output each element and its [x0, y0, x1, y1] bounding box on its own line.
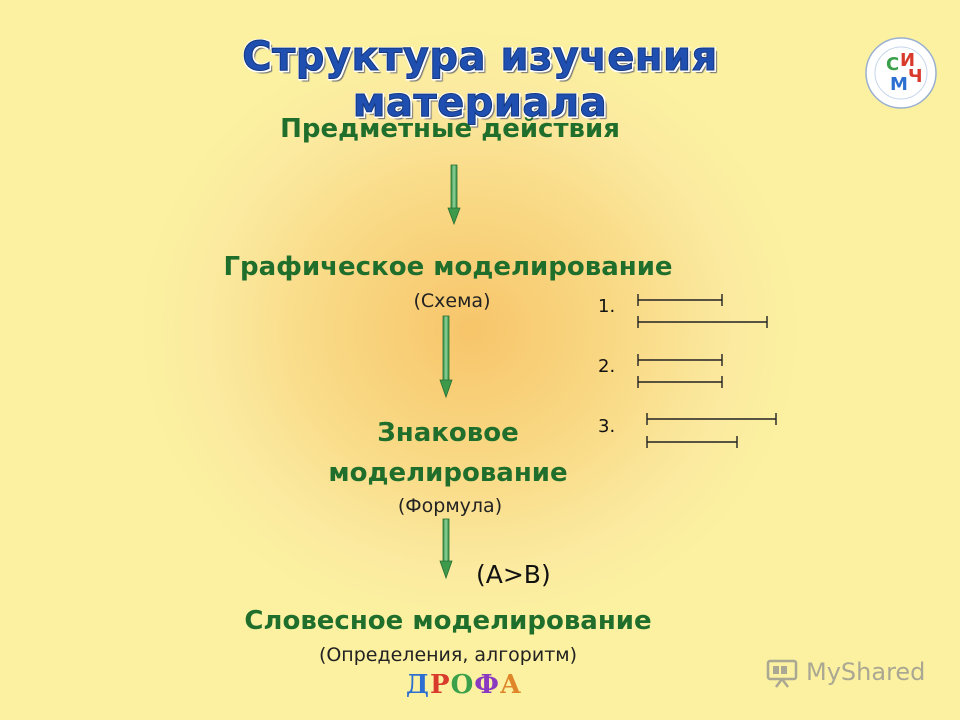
formula-example: (А>В): [476, 560, 551, 589]
step-sign-modeling-line2: моделирование: [328, 458, 568, 488]
publisher-logo-letter: Р: [430, 670, 451, 700]
down-arrow-2: [439, 315, 453, 399]
svg-text:И: И: [900, 50, 915, 71]
down-arrow-3: [439, 518, 453, 580]
scheme-3-segments: [646, 413, 777, 448]
step-graphic-modeling: Графическое моделирование: [223, 252, 673, 282]
step-sign-modeling-line1: Знаковое: [377, 418, 519, 448]
scheme-number-1: 1.: [598, 296, 616, 317]
publisher-logo-letter: Д: [405, 670, 431, 700]
publisher-logo-letter: О: [450, 670, 475, 700]
svg-text:М: М: [890, 74, 908, 95]
svg-text:Ч: Ч: [908, 66, 923, 87]
scheme-number-3: 3.: [598, 416, 616, 437]
publisher-logo-letter: Ф: [474, 670, 500, 700]
scheme-2-segments: [637, 354, 723, 388]
step-subject-actions: Предметные действия: [280, 114, 620, 144]
scheme-number-2: 2.: [598, 356, 616, 377]
watermark-text: MyShared: [806, 658, 926, 686]
slide-title: Структура изучения материала: [242, 34, 718, 127]
svg-text:С: С: [886, 54, 899, 75]
step-verbal-modeling-sub: (Определения, алгоритм): [318, 644, 578, 666]
publisher-logo-letter: А: [499, 670, 523, 700]
watermark: MyShared: [766, 656, 936, 692]
down-arrow-1: [447, 164, 461, 226]
scheme-1-segments: [637, 294, 768, 328]
school-logo-icon: С И Ч М: [865, 37, 937, 109]
step-verbal-modeling: Словесное моделирование: [244, 606, 652, 636]
step-sign-modeling-sub: (Формула): [397, 495, 503, 517]
presentation-icon: [766, 659, 798, 688]
step-graphic-modeling-sub: (Схема): [413, 290, 491, 312]
publisher-logo: ДРОФА: [402, 670, 526, 700]
